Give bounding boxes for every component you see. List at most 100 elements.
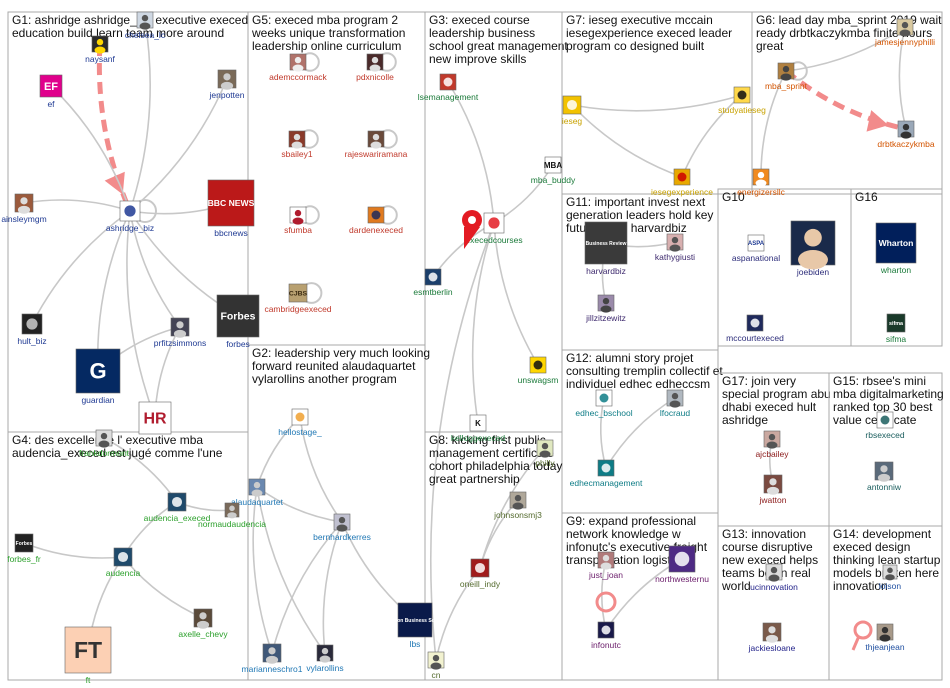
node-lsemanagement[interactable]: lsemanagement bbox=[418, 73, 479, 102]
node-mba-sprint[interactable]: mba_sprint bbox=[765, 61, 808, 91]
node-cn[interactable]: cn bbox=[427, 651, 445, 680]
node-antonniw[interactable]: antonniw bbox=[867, 461, 902, 492]
node-johnsonsmj3[interactable]: johnsonsmj3 bbox=[493, 491, 542, 520]
kellogg-logo-icon: K bbox=[469, 414, 487, 432]
oneill-logo-icon bbox=[470, 558, 490, 578]
profile-photo-icon bbox=[762, 622, 782, 643]
node-vylarollins[interactable]: vylarollins bbox=[306, 644, 344, 673]
node-naysanf[interactable]: naysanf bbox=[85, 35, 116, 64]
node-normaudaudencia[interactable]: normaudaudencia bbox=[198, 502, 266, 529]
node-jillzitzewitz[interactable]: jillzitzewitz bbox=[585, 294, 626, 323]
node-northwesternu[interactable]: northwesternu bbox=[655, 545, 709, 584]
node-ieseg[interactable]: ieseg bbox=[562, 95, 583, 126]
node-hult-biz[interactable]: hult_biz bbox=[17, 313, 47, 346]
node-esmtberlin[interactable]: esmtberlin bbox=[413, 268, 453, 297]
panel-title-line: G8: kicking first public bbox=[429, 433, 546, 447]
node-studyatieseg[interactable]: studyatieseg bbox=[718, 86, 766, 115]
panel-title-line: forward reunited alaudaquartet bbox=[252, 359, 416, 373]
node-label: marianneschro1 bbox=[242, 664, 303, 674]
node-edhec-bschool[interactable]: edhec_bschool bbox=[575, 389, 633, 418]
node-label: mba_sprint bbox=[765, 81, 808, 91]
node-oneill-indy[interactable]: oneill_indy bbox=[460, 558, 501, 589]
ieseg-logo-icon bbox=[673, 168, 691, 186]
panel-title-line: G5: execed mba program 2 bbox=[252, 13, 398, 27]
node-audencia[interactable]: audencia bbox=[106, 547, 141, 578]
panel-title-line: leadership business bbox=[429, 26, 535, 40]
node-label: jwatton bbox=[759, 495, 787, 505]
node-kathygiusti[interactable]: kathygiusti bbox=[655, 233, 695, 262]
edge bbox=[571, 104, 683, 178]
node-ashridge-biz[interactable]: ashridge_biz bbox=[106, 199, 157, 233]
node-jwatton[interactable]: jwatton bbox=[759, 474, 787, 505]
profile-photo-icon bbox=[765, 563, 783, 582]
node-label: audencia_execed bbox=[144, 513, 211, 523]
node-just-joan[interactable]: just_joan bbox=[588, 551, 623, 580]
node-jackiesloane[interactable]: jackiesloane bbox=[748, 622, 796, 653]
node-marianneschro1[interactable]: marianneschro1 bbox=[242, 643, 303, 674]
edge bbox=[571, 94, 743, 112]
node-audencia-execed[interactable]: audencia_execed bbox=[144, 492, 211, 523]
node-execedcourses[interactable]: execedcourses bbox=[465, 212, 523, 245]
node-hellostage-[interactable]: hellostage_ bbox=[278, 408, 322, 437]
node-ucinnovation[interactable]: ucinnovation bbox=[750, 563, 798, 592]
node-prfitzsimmons[interactable]: prfitzsimmons bbox=[154, 317, 206, 348]
panel-title-line: G15: rbsee's mini bbox=[833, 374, 926, 388]
node-jenpotten[interactable]: jenpotten bbox=[209, 69, 245, 100]
node-edhecmanagement[interactable]: edhecmanagement bbox=[570, 459, 643, 488]
node-philly[interactable]: philly bbox=[535, 439, 555, 468]
node-ainsleymgm[interactable]: ainsleymgm bbox=[1, 193, 47, 224]
node-iesegexperience[interactable]: iesegexperience bbox=[651, 168, 713, 197]
edge bbox=[256, 486, 326, 654]
node-hr-logo[interactable]: HR bbox=[138, 401, 172, 435]
node-chelsea-lc[interactable]: chelsea_lc bbox=[125, 11, 166, 40]
node-frankdormont[interactable]: frankdormont bbox=[79, 429, 130, 458]
node-jamesjennyphilli[interactable]: jamesjennyphilli bbox=[874, 18, 935, 47]
node-rbsexeced[interactable]: rbsexeced bbox=[865, 411, 905, 440]
infonutc-logo-icon bbox=[597, 621, 615, 639]
node-label: prfitzsimmons bbox=[154, 338, 206, 348]
node-drbtkaczykmba[interactable]: drbtkaczykmba bbox=[877, 120, 935, 149]
node-rajeswariramana[interactable]: rajeswariramana bbox=[345, 129, 408, 159]
panel-border bbox=[247, 11, 426, 346]
node-lfocraud[interactable]: lfocraud bbox=[660, 389, 691, 418]
panel-title-line: leadership online curriculum bbox=[252, 39, 401, 53]
panel-title-line: G6: lead day mba_sprint 2019 wait bbox=[756, 13, 942, 27]
panel-title-line: new improve skills bbox=[429, 52, 526, 66]
node-dardenexeced[interactable]: dardenexeced bbox=[349, 205, 403, 235]
node-alaudaquartet[interactable]: alaudaquartet bbox=[231, 478, 284, 507]
node-mccourtexeced[interactable]: mccourtexeced bbox=[726, 314, 784, 343]
node-thjeanjean[interactable]: thjeanjean bbox=[865, 623, 905, 652]
node-infonutc[interactable]: infonutc bbox=[591, 621, 622, 650]
node-pdxnicolle[interactable]: pdxnicolle bbox=[356, 52, 397, 82]
node-joebiden[interactable]: joebiden bbox=[790, 220, 836, 277]
node-loison[interactable]: loison bbox=[879, 564, 901, 591]
panel-title: G10 bbox=[722, 190, 745, 204]
node-unswagsm[interactable]: unswagsm bbox=[518, 356, 559, 385]
node-ajcbailey[interactable]: ajcbailey bbox=[755, 430, 789, 459]
node-sfumba[interactable]: sfumba bbox=[284, 205, 320, 235]
node-ademccormack[interactable]: ademccormack bbox=[269, 52, 328, 82]
node-sbailey1[interactable]: sbailey1 bbox=[281, 129, 319, 159]
node-bernhardkerres[interactable]: bernhardkerres bbox=[313, 513, 371, 542]
panel-title-line: G13: innovation bbox=[722, 527, 806, 541]
profile-photo-icon bbox=[366, 53, 384, 72]
node-energizersllc[interactable]: energizersllc bbox=[737, 168, 786, 197]
node-axelle-chevy[interactable]: axelle_chevy bbox=[178, 608, 228, 639]
